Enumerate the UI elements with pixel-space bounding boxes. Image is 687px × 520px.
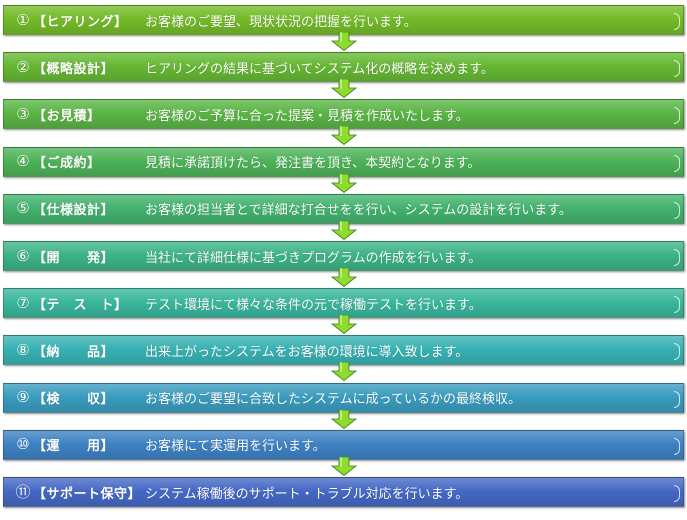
step-num: ③	[16, 104, 30, 123]
step-desc: 当社にて詳細仕様に基づきプログラムの作成を行います。	[145, 250, 482, 266]
process-step: ⑨【検 収】 お客様のご要望に合致したシステムに成っているかの最終検収。	[3, 382, 684, 413]
step-desc: ヒアリングの結果に基づいてシステム化の概略を決めます。	[145, 61, 494, 77]
step-name: 【概略設計】	[33, 61, 115, 77]
step-desc: 出来上がったシステムをお客様の環境に導入致します。	[145, 344, 469, 360]
process-step: ⑥【開 発】 当社にて詳細仕様に基づきプログラムの作成を行います。	[3, 241, 684, 271]
down-arrow-icon	[331, 173, 357, 193]
down-arrow-icon	[331, 220, 357, 240]
process-step: ⑧【納 品】 出来上がったシステムをお客様の環境に導入致します。	[3, 335, 684, 366]
step-name: 【仕様設計】	[33, 203, 115, 219]
step-name: 【検 収】	[33, 392, 115, 408]
process-step: ①【ヒアリング】 お客様のご要望、現状状況の把握を行います。	[3, 5, 684, 35]
down-arrow-icon	[331, 409, 357, 429]
step-name: 【ご成約】	[33, 156, 101, 172]
down-arrow-icon	[331, 126, 357, 146]
step-num: ⑥	[16, 246, 30, 265]
process-step: ⑩【運 用】 お客様にて実運用を行います。	[3, 429, 684, 460]
step-desc: お客様にて実運用を行います。	[145, 439, 326, 455]
step-desc: システム稼働後のサポート・トラブル対応を行います。	[145, 486, 469, 502]
step-num: ⑧	[16, 340, 30, 359]
step-num: ②	[16, 57, 30, 76]
process-step: ⑤【仕様設計】 お客様の担当者とで詳細な打合せをを行い、システムの設計を行います。	[3, 193, 684, 224]
process-step: ④【ご成約】 見積に承諾頂けたら、発注書を頂き、本契約となります。	[3, 146, 684, 177]
step-name: 【運 用】	[33, 439, 115, 455]
down-arrow-icon	[331, 32, 357, 51]
step-name: 【テ ス ト】	[33, 297, 128, 313]
step-name: 【サポート保守】	[33, 486, 142, 502]
step-desc: お客様のご予算に合った提案・見積を作成いたします。	[145, 108, 469, 124]
step-name: 【お見積】	[33, 108, 101, 124]
step-num: ⑨	[16, 388, 30, 407]
step-num: ⑦	[16, 293, 30, 312]
down-arrow-icon	[331, 456, 357, 476]
process-step: ②【概略設計】 ヒアリングの結果に基づいてシステム化の概略を決めます。	[3, 52, 684, 83]
process-step: ⑦【テ ス ト】 テスト環境にて様々な条件の元で稼働テストを行います。	[3, 288, 684, 319]
step-num: ④	[16, 152, 30, 171]
step-name: 【開 発】	[33, 250, 115, 266]
down-arrow-icon	[331, 315, 357, 335]
down-arrow-icon	[331, 362, 357, 382]
step-desc: テスト環境にて様々な条件の元で稼働テストを行います。	[145, 297, 482, 313]
step-num: ⑪	[15, 482, 31, 501]
step-desc: お客様の担当者とで詳細な打合せをを行い、システムの設計を行います。	[145, 203, 572, 219]
step-name: 【納 品】	[33, 344, 115, 360]
step-desc: お客様のご要望に合致したシステムに成っているかの最終検収。	[145, 392, 521, 408]
step-desc: 見積に承諾頂けたら、発注書を頂き、本契約となります。	[145, 156, 481, 172]
step-num: ①	[16, 10, 30, 29]
step-num: ⑤	[16, 199, 30, 218]
down-arrow-icon	[331, 268, 357, 287]
step-num: ⑩	[16, 435, 30, 454]
step-desc: お客様のご要望、現状状況の把握を行います。	[145, 14, 417, 30]
down-arrow-icon	[331, 79, 357, 99]
step-name: 【ヒアリング】	[33, 14, 128, 30]
process-step: ⑪【サポート保守】システム稼働後のサポート・トラブル対応を行います。	[3, 477, 684, 507]
process-step: ③【お見積】 お客様のご予算に合った提案・見積を作成いたします。	[3, 99, 684, 130]
